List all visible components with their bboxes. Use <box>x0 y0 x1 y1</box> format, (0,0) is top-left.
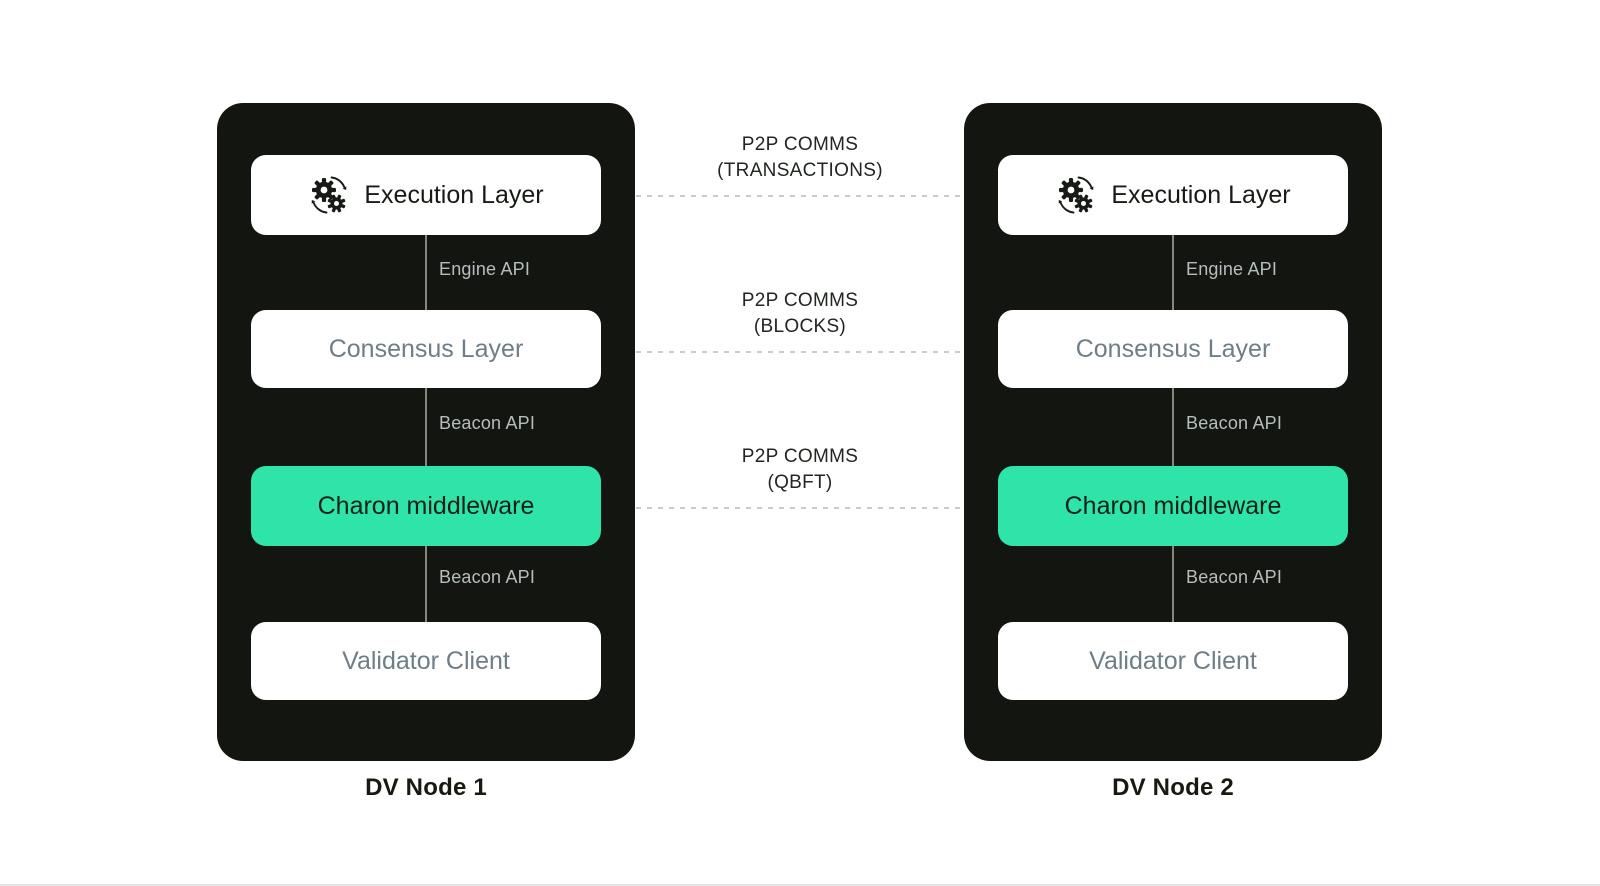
validator-client-box: Validator Client <box>998 622 1348 700</box>
beacon-api-connector-line <box>1172 546 1174 622</box>
beacon-api-connector-line <box>1172 388 1174 466</box>
gears-sync-icon <box>308 175 350 215</box>
p2p-link-transactions-line <box>636 195 964 197</box>
p2p-subtitle: (QBFT) <box>767 471 833 493</box>
execution-layer-box: Execution Layer <box>251 155 601 235</box>
engine-api-label: Engine API <box>1186 259 1278 279</box>
execution-layer-label: Execution Layer <box>1111 180 1291 209</box>
engine-api-label: Engine API <box>439 259 531 279</box>
p2p-title: P2P COMMS <box>741 134 859 155</box>
dv-node-2-container: Execution Layer Engine API Consensus Lay… <box>964 103 1382 761</box>
charon-middleware-box: Charon middleware <box>251 466 601 546</box>
beacon-api-label: Beacon API <box>439 567 536 587</box>
bottom-divider <box>0 884 1600 886</box>
consensus-layer-box: Consensus Layer <box>251 310 601 388</box>
charon-middleware-box: Charon middleware <box>998 466 1348 546</box>
p2p-subtitle: (TRANSACTIONS) <box>717 159 883 181</box>
p2p-label-transactions: P2P COMMS (TRANSACTIONS) <box>636 132 964 183</box>
p2p-label-qbft: P2P COMMS (QBFT) <box>636 444 964 495</box>
dv-node-1-label: DV Node 1 <box>365 774 487 801</box>
gears-sync-icon <box>1055 175 1097 215</box>
p2p-title: P2P COMMS <box>741 446 859 467</box>
dv-node-1-container: Execution Layer Engine API Consensus Lay… <box>217 103 635 761</box>
beacon-api-label: Beacon API <box>1186 567 1283 587</box>
p2p-link-qbft-line <box>636 507 964 509</box>
beacon-api-connector-line <box>425 546 427 622</box>
engine-api-connector-line <box>1172 235 1174 310</box>
dv-node-2-label: DV Node 2 <box>1112 774 1234 801</box>
beacon-api-label: Beacon API <box>1186 413 1283 433</box>
p2p-subtitle: (BLOCKS) <box>753 315 847 337</box>
p2p-link-blocks-line <box>636 351 964 353</box>
execution-layer-box: Execution Layer <box>998 155 1348 235</box>
beacon-api-connector-line <box>425 388 427 466</box>
beacon-api-label: Beacon API <box>439 413 536 433</box>
consensus-layer-box: Consensus Layer <box>998 310 1348 388</box>
execution-layer-label: Execution Layer <box>364 180 544 209</box>
engine-api-connector-line <box>425 235 427 310</box>
validator-client-box: Validator Client <box>251 622 601 700</box>
p2p-label-blocks: P2P COMMS (BLOCKS) <box>636 288 964 339</box>
p2p-title: P2P COMMS <box>741 290 859 311</box>
